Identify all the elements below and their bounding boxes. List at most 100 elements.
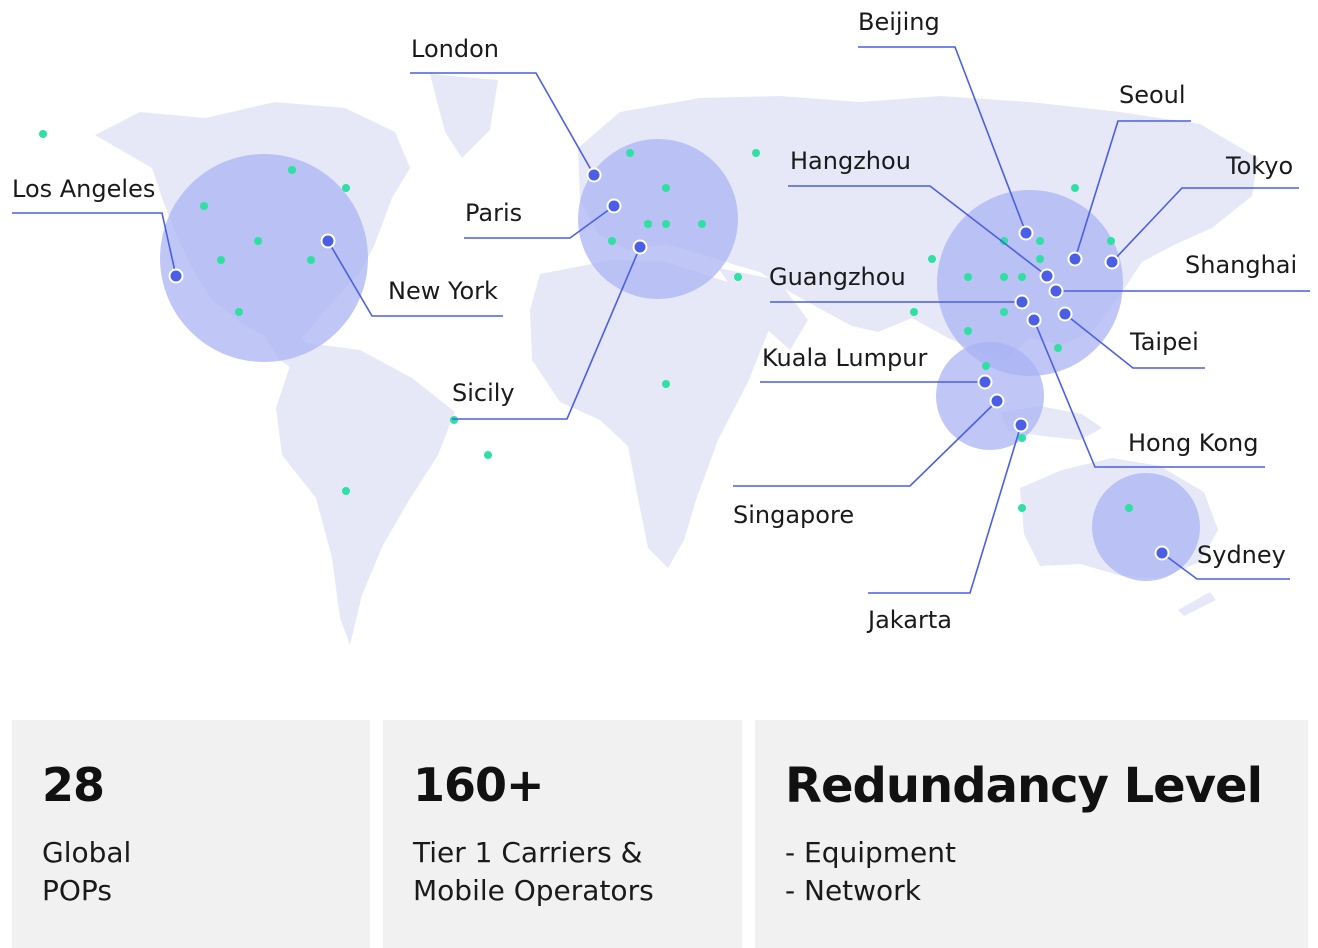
city-marker-sydney: [1154, 545, 1170, 561]
region-circle-southeast-asia: [936, 342, 1044, 450]
pop-dot: [254, 237, 262, 245]
leader-line-hong-kong: [1033, 319, 1265, 468]
pop-dot: [964, 327, 972, 335]
city-marker-seoul: [1067, 251, 1083, 267]
leader-line-hangzhou: [788, 185, 1048, 277]
leader-line-sicily: [452, 246, 641, 420]
stat-description: Global POPs: [42, 834, 131, 910]
leader-line-paris: [464, 205, 615, 239]
pop-dot: [450, 416, 458, 424]
pop-dot: [608, 237, 616, 245]
stat-line: POPs: [42, 874, 112, 907]
stat-line: Global: [42, 836, 132, 869]
leader-line-jakarta: [868, 424, 1022, 594]
pop-dot: [1107, 237, 1115, 245]
stat-card-redundancy: Redundancy Level - Equipment - Network: [755, 720, 1308, 948]
pop-dot: [342, 487, 350, 495]
pop-dot: [662, 380, 670, 388]
city-marker-hangzhou: [1039, 268, 1055, 284]
region-circle-europe: [578, 139, 738, 299]
city-marker-shanghai: [1048, 283, 1064, 299]
pop-dot: [662, 220, 670, 228]
city-label-shanghai: Shanghai: [1185, 251, 1297, 279]
pop-dot: [928, 255, 936, 263]
stat-value: Redundancy Level: [785, 758, 1263, 814]
stat-card-carriers: 160+ Tier 1 Carriers & Mobile Operators: [383, 720, 742, 948]
pop-dot: [288, 166, 296, 174]
city-label-new-york: New York: [388, 277, 498, 305]
stat-line: Tier 1 Carriers &: [413, 836, 643, 869]
region-circle-oceania: [1092, 473, 1200, 581]
pop-dot: [698, 220, 706, 228]
pop-dot: [982, 362, 990, 370]
city-label-los-angeles: Los Angeles: [12, 175, 155, 203]
pop-dot: [1018, 273, 1026, 281]
city-label-hong-kong: Hong Kong: [1128, 429, 1258, 457]
pop-dot: [1000, 308, 1008, 316]
region-circle-north-america: [160, 154, 368, 362]
world-map: Los Angeles New York London Paris Sicily…: [12, 8, 1310, 645]
leader-line-beijing: [858, 46, 1027, 234]
leader-line-taipei: [1064, 313, 1205, 369]
region-circle-east-asia: [937, 190, 1123, 376]
city-marker-tokyo: [1104, 254, 1120, 270]
pop-dot: [910, 308, 918, 316]
pop-dot: [1054, 344, 1062, 352]
city-label-singapore: Singapore: [733, 501, 854, 529]
arabia-land: [718, 268, 808, 350]
city-label-sicily: Sicily: [452, 379, 515, 407]
stat-line: Mobile Operators: [413, 874, 654, 907]
africa-land: [530, 260, 780, 568]
pop-dot: [1036, 255, 1044, 263]
stat-value: 160+: [413, 758, 545, 812]
pop-dot: [752, 149, 760, 157]
pop-dot: [734, 273, 742, 281]
pop-dot: [484, 451, 492, 459]
pop-dot: [1071, 184, 1079, 192]
pop-dot: [1125, 504, 1133, 512]
city-marker-kuala-lumpur: [977, 374, 993, 390]
city-marker-paris: [606, 198, 622, 214]
city-label-tokyo: Tokyo: [1225, 152, 1293, 180]
pop-dot: [1000, 237, 1008, 245]
leader-lines: [12, 46, 1310, 594]
city-labels: Los Angeles New York London Paris Sicily…: [12, 8, 1297, 634]
city-marker-los-angeles: [168, 268, 184, 284]
city-marker-singapore: [989, 393, 1005, 409]
city-marker-new-york: [320, 233, 336, 249]
pop-dot: [644, 220, 652, 228]
new-zealand-land: [1178, 592, 1216, 616]
pop-dot: [626, 149, 634, 157]
stat-value: 28: [42, 758, 105, 812]
pop-dot: [235, 308, 243, 316]
city-markers: [168, 167, 1170, 561]
city-label-kuala-lumpur: Kuala Lumpur: [762, 344, 927, 372]
city-marker-beijing: [1018, 225, 1034, 241]
pop-dots: [39, 130, 1133, 512]
british-isles-land: [592, 146, 612, 172]
pop-dot: [1018, 434, 1026, 442]
leader-line-singapore: [733, 400, 998, 487]
leader-line-los-angeles: [12, 212, 177, 277]
leader-line-tokyo: [1111, 187, 1299, 263]
city-marker-jakarta: [1013, 417, 1029, 433]
pop-dot: [200, 202, 208, 210]
city-label-beijing: Beijing: [858, 8, 940, 36]
south-america-land: [276, 342, 455, 645]
stat-line: - Equipment: [785, 836, 956, 869]
greenland-land: [430, 74, 498, 158]
pop-dot: [1000, 273, 1008, 281]
city-marker-hong-kong: [1026, 312, 1042, 328]
pop-dot: [1036, 237, 1044, 245]
leader-line-new-york: [327, 240, 503, 317]
city-label-hangzhou: Hangzhou: [790, 147, 911, 175]
city-marker-london: [586, 167, 602, 183]
stat-description: Tier 1 Carriers & Mobile Operators: [413, 834, 654, 910]
pop-dot: [217, 256, 225, 264]
leader-line-seoul: [1074, 120, 1191, 260]
stat-description: - Equipment - Network: [785, 834, 956, 910]
stat-line: - Network: [785, 874, 921, 907]
pop-dot: [307, 256, 315, 264]
pop-dot: [662, 184, 670, 192]
city-marker-guangzhou: [1014, 294, 1030, 310]
